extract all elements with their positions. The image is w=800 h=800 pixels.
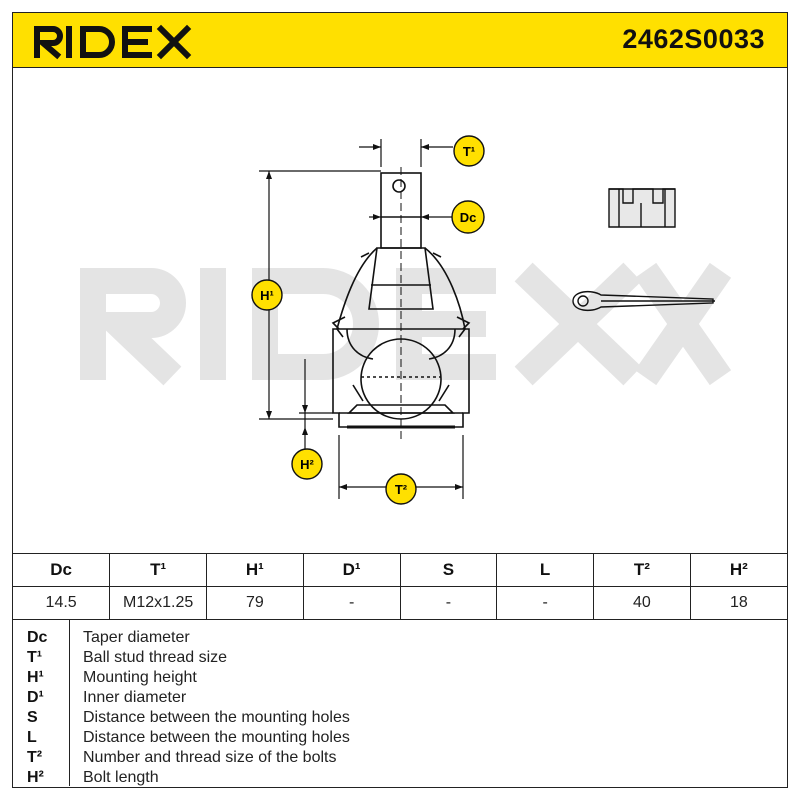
badge-t1: T¹ bbox=[453, 135, 485, 167]
value-h1: 79 bbox=[206, 586, 304, 620]
header-banner: 2462S0033 bbox=[13, 13, 787, 68]
col-header-d1: D¹ bbox=[303, 553, 401, 587]
svg-text:T¹: T¹ bbox=[463, 144, 475, 159]
col-header-t2: T² bbox=[593, 553, 691, 587]
part-number: 2462S0033 bbox=[622, 24, 765, 54]
spec-table-header-row: Dc T¹ H¹ D¹ S L T² H² bbox=[13, 553, 787, 587]
legend: Dc Taper diameter T¹ Ball stud thread si… bbox=[13, 620, 787, 786]
legend-desc: Ball stud thread size bbox=[83, 649, 228, 666]
legend-desc: Number and thread size of the bolts bbox=[83, 749, 337, 766]
svg-text:Dc: Dc bbox=[460, 210, 477, 225]
col-header-dc: Dc bbox=[13, 553, 111, 587]
value-l: - bbox=[496, 586, 594, 620]
legend-key: H¹ bbox=[27, 669, 44, 686]
watermark-logo bbox=[80, 262, 732, 386]
legend-desc: Mounting height bbox=[83, 669, 197, 686]
svg-text:H¹: H¹ bbox=[260, 288, 274, 303]
col-header-h2: H² bbox=[690, 553, 787, 587]
legend-key: D¹ bbox=[27, 689, 44, 706]
value-s: - bbox=[400, 586, 498, 620]
legend-key: L bbox=[27, 729, 37, 746]
legend-key: S bbox=[27, 709, 38, 726]
col-header-l: L bbox=[496, 553, 594, 587]
legend-divider bbox=[69, 620, 70, 786]
badge-h2: H² bbox=[291, 448, 323, 480]
castle-nut-icon bbox=[608, 188, 676, 228]
legend-key: T¹ bbox=[27, 649, 43, 666]
legend-desc: Distance between the mounting holes bbox=[83, 709, 350, 726]
technical-drawing: T¹ Dc H¹ H² T² bbox=[80, 135, 732, 505]
badge-h1: H¹ bbox=[251, 279, 283, 311]
value-h2: 18 bbox=[690, 586, 787, 620]
brand-logo bbox=[34, 24, 192, 60]
svg-text:T²: T² bbox=[395, 482, 408, 497]
legend-key: T² bbox=[27, 749, 43, 766]
product-sheet: 2462S0033 bbox=[12, 12, 788, 788]
dimension-arrows bbox=[266, 144, 463, 490]
col-header-s: S bbox=[400, 553, 498, 587]
legend-desc: Distance between the mounting holes bbox=[83, 729, 350, 746]
legend-desc: Taper diameter bbox=[83, 629, 190, 646]
spec-table-value-row: 14.5 M12x1.25 79 - - - 40 18 bbox=[13, 586, 787, 620]
legend-desc: Bolt length bbox=[83, 769, 159, 786]
value-dc: 14.5 bbox=[13, 586, 111, 620]
legend-key: H² bbox=[27, 769, 44, 786]
legend-key: Dc bbox=[27, 629, 48, 646]
value-d1: - bbox=[303, 586, 401, 620]
col-header-h1: H¹ bbox=[206, 553, 304, 587]
value-t1: M12x1.25 bbox=[109, 586, 207, 620]
col-header-t1: T¹ bbox=[109, 553, 207, 587]
spec-table: Dc T¹ H¹ D¹ S L T² H² 14.5 M12x1.25 79 -… bbox=[13, 553, 787, 620]
cotter-pin-icon bbox=[572, 290, 715, 312]
ball-joint-icon bbox=[331, 167, 471, 439]
legend-desc: Inner diameter bbox=[83, 689, 187, 706]
value-t2: 40 bbox=[593, 586, 691, 620]
badge-dc: Dc bbox=[451, 200, 485, 234]
svg-text:H²: H² bbox=[300, 457, 314, 472]
badge-t2: T² bbox=[385, 473, 417, 505]
